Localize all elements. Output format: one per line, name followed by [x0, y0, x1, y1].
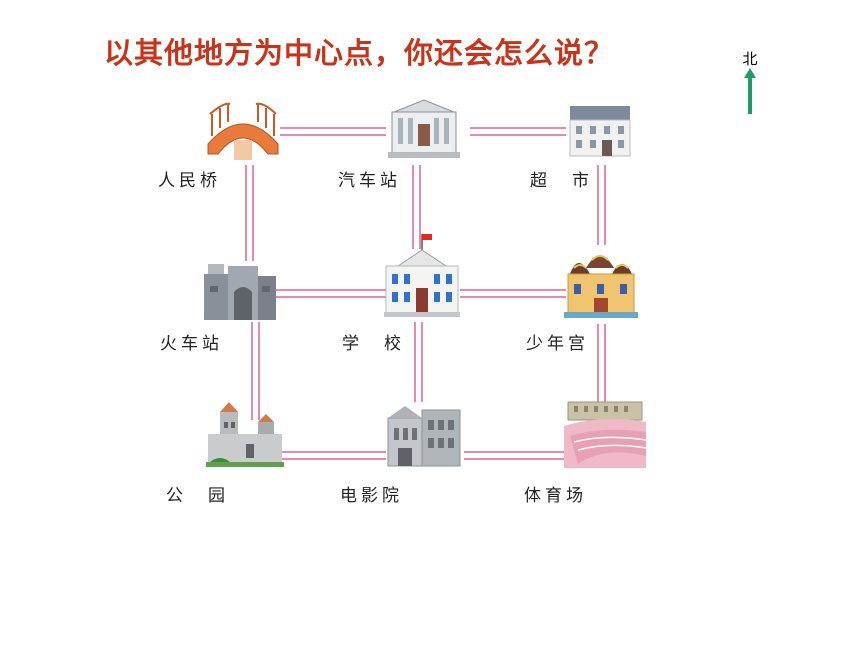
road-park-cinema [282, 451, 386, 460]
road-bus-school [412, 165, 421, 249]
cinema-label: 电影院 [340, 486, 403, 506]
bus-station-icon [388, 98, 460, 160]
school-label: 学 校 [342, 334, 405, 354]
road-bus-market [470, 127, 566, 136]
road-school-palace [460, 289, 566, 298]
train-station-label: 火车站 [160, 334, 223, 354]
bus-station-label: 汽车站 [338, 171, 401, 191]
stadium-label: 体育场 [524, 486, 587, 506]
supermarket-label: 超 市 [530, 171, 593, 191]
road-train-school [276, 289, 386, 298]
youth-palace-icon [564, 244, 638, 320]
road-school-cinema [414, 322, 423, 402]
park-icon [206, 400, 284, 468]
road-train-park [251, 322, 260, 420]
page-title: 以其他地方为中心点，你还会怎么说？ [104, 36, 615, 70]
north-arrow-icon [744, 68, 756, 114]
supermarket-icon [568, 100, 632, 158]
bridge-label: 人民桥 [158, 171, 221, 191]
north-compass: 北 [736, 48, 764, 114]
north-label: 北 [742, 50, 758, 68]
road-cinema-stadium [464, 451, 566, 460]
cinema-icon [386, 404, 462, 468]
road-bridge-train [245, 165, 254, 261]
park-label: 公 园 [166, 486, 229, 506]
school-icon [384, 232, 460, 318]
bridge-icon [204, 100, 282, 162]
road-bridge-bus [280, 127, 386, 136]
road-palace-stadium [597, 324, 606, 402]
stadium-icon [564, 396, 646, 470]
road-market-palace [597, 165, 606, 245]
youth-palace-label: 少年宫 [526, 334, 589, 354]
train-station-icon [202, 262, 278, 322]
